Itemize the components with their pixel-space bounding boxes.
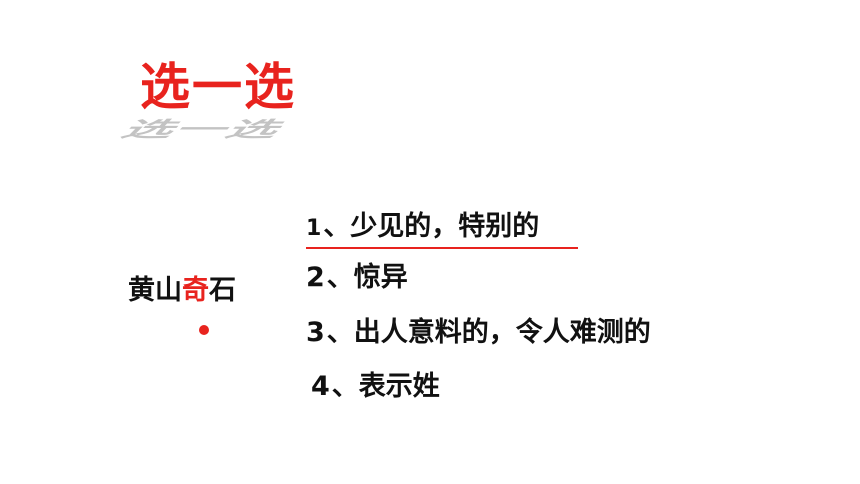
option-number: 2: [306, 262, 325, 293]
emphasis-dot: [199, 325, 209, 335]
option-text: 、表示姓: [331, 371, 440, 402]
word-highlight: 奇: [182, 275, 209, 306]
option-number: 3: [306, 317, 325, 348]
page-title: 选一选: [140, 58, 296, 116]
target-word: 黄山奇石: [128, 272, 236, 310]
word-prefix: 黄山: [128, 275, 182, 306]
option-3[interactable]: 3、出人意料的，令人难测的: [306, 314, 651, 352]
option-number: 1: [306, 216, 322, 241]
selected-underline: [306, 247, 578, 249]
word-suffix: 石: [209, 275, 236, 306]
option-number: 4: [311, 371, 330, 402]
option-4[interactable]: 4、表示姓: [311, 368, 440, 406]
option-2[interactable]: 2、惊异: [306, 259, 408, 297]
option-text: 、惊异: [326, 262, 408, 293]
option-text: 、出人意料的，令人难测的: [326, 317, 651, 348]
option-text: 、少见的，特别的: [323, 211, 540, 242]
title-block: 选一选 选一选: [108, 52, 338, 141]
option-1[interactable]: 1、少见的，特别的: [306, 208, 539, 248]
